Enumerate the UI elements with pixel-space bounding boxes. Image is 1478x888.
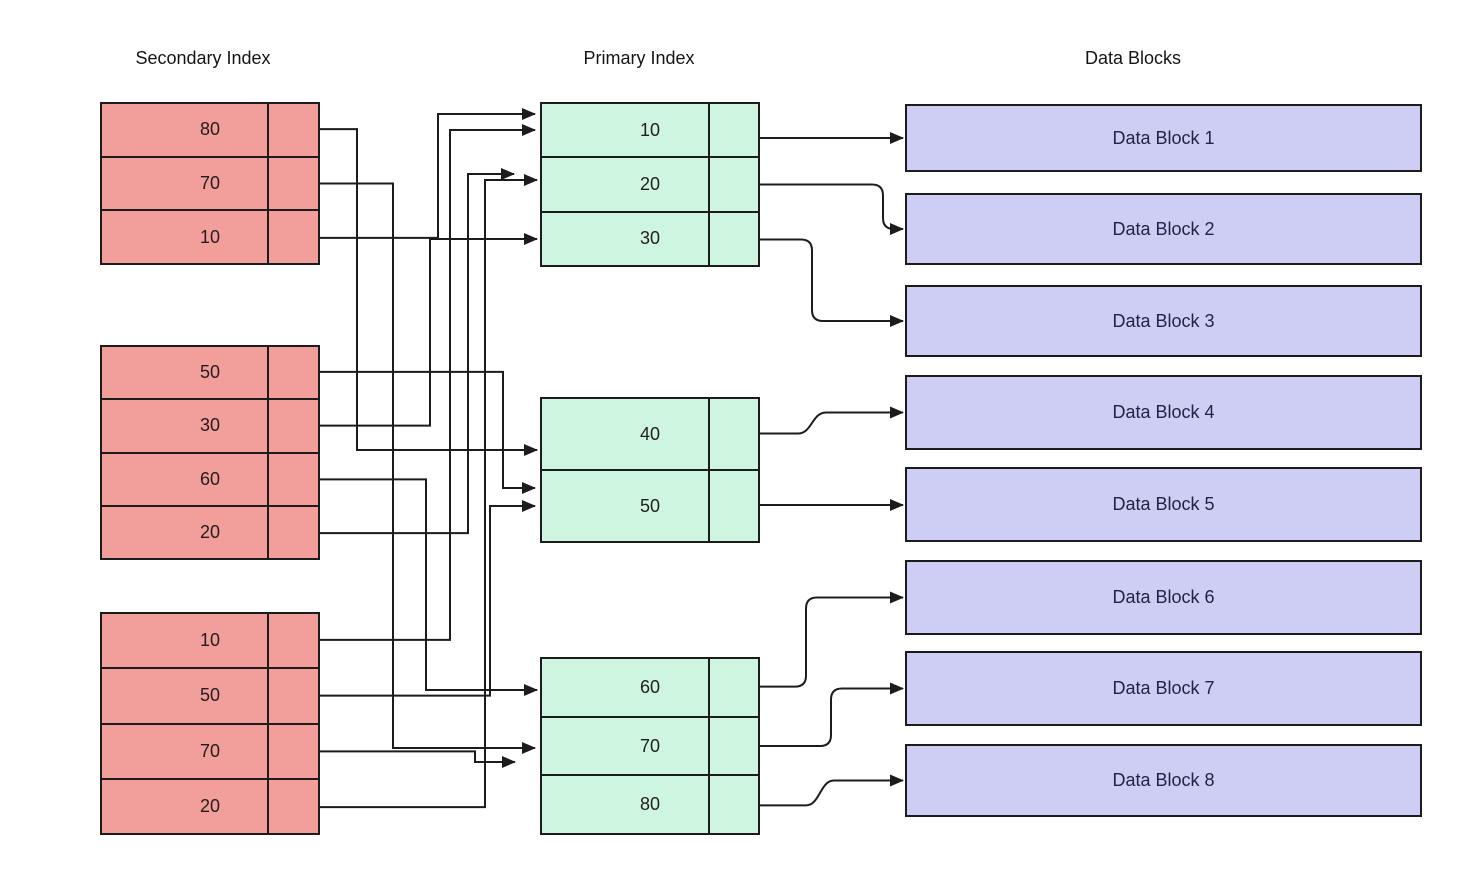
data-block-2: Data Block 2 xyxy=(905,193,1422,265)
pointer-cell-divider xyxy=(708,659,710,833)
connector-primary-to-block xyxy=(760,591,904,688)
data-block-label: Data Block 8 xyxy=(1112,770,1215,790)
index-key: 80 xyxy=(199,119,221,140)
secondary-index-row: 80 xyxy=(102,104,318,156)
secondary-index-title: Secondary Index xyxy=(135,48,271,68)
primary-index-row: 50 xyxy=(542,469,758,541)
secondary-index-table-3: 10 50 70 20 xyxy=(100,612,320,835)
secondary-index-row: 50 xyxy=(102,667,318,722)
primary-index-row: 20 xyxy=(542,156,758,210)
connector-secondary-to-primary xyxy=(320,108,536,239)
index-key: 10 xyxy=(639,119,661,140)
connector-secondary-to-primary xyxy=(320,233,538,427)
connector-secondary-to-primary xyxy=(320,182,536,754)
secondary-index-table-1: 80 70 10 xyxy=(100,102,320,265)
data-block-label: Data Block 3 xyxy=(1112,310,1215,331)
secondary-index-row: 10 xyxy=(102,614,318,667)
pointer-cell-divider xyxy=(267,347,269,558)
pointer-cell-divider xyxy=(267,614,269,833)
index-key: 10 xyxy=(199,226,221,247)
primary-index-row: 10 xyxy=(542,104,758,156)
index-key: 30 xyxy=(199,415,221,436)
data-block-3: Data Block 3 xyxy=(905,285,1422,357)
connector-secondary-to-primary xyxy=(320,750,516,768)
primary-index-row: 80 xyxy=(542,774,758,833)
index-key: 50 xyxy=(199,362,221,383)
secondary-index-row: 70 xyxy=(102,155,318,210)
connector-secondary-to-primary xyxy=(320,168,515,535)
primary-index-title: Primary Index xyxy=(583,48,695,68)
data-block-label: Data Block 6 xyxy=(1112,587,1215,607)
pointer-cell-divider xyxy=(708,399,710,541)
secondary-index-table-2: 50 30 60 20 xyxy=(100,345,320,560)
index-key: 50 xyxy=(199,685,221,706)
primary-index-table-1: 10 20 30 xyxy=(540,102,760,267)
index-key: 40 xyxy=(639,423,661,444)
connector-secondary-to-primary xyxy=(320,124,536,641)
connector-primary-to-block xyxy=(760,238,904,327)
index-key: 70 xyxy=(199,173,221,193)
index-key: 10 xyxy=(199,630,221,651)
data-block-4: Data Block 4 xyxy=(905,375,1422,450)
data-block-label: Data Block 2 xyxy=(1112,218,1215,239)
data-block-label: Data Block 7 xyxy=(1112,678,1215,698)
connector-secondary-to-primary xyxy=(320,128,538,456)
data-block-5: Data Block 5 xyxy=(905,467,1422,542)
index-key: 30 xyxy=(639,228,661,249)
secondary-index-row: 50 xyxy=(102,347,318,398)
connector-primary-to-block xyxy=(760,682,904,747)
index-key: 70 xyxy=(199,740,221,761)
data-block-label: Data Block 4 xyxy=(1112,402,1215,422)
index-key: 60 xyxy=(199,468,221,489)
index-key: 80 xyxy=(639,794,661,815)
data-block-6: Data Block 6 xyxy=(905,560,1422,635)
connector-primary-to-block xyxy=(760,406,904,435)
secondary-index-row: 20 xyxy=(102,504,318,558)
index-key: 60 xyxy=(639,676,661,697)
secondary-index-row: 20 xyxy=(102,777,318,833)
index-key: 20 xyxy=(639,173,661,194)
data-block-label: Data Block 1 xyxy=(1112,127,1215,148)
connector-primary-to-block xyxy=(760,774,904,807)
connector-primary-to-block xyxy=(760,183,904,235)
index-key: 20 xyxy=(199,521,221,542)
data-block-label: Data Block 5 xyxy=(1112,494,1215,514)
index-key: 70 xyxy=(639,735,661,756)
connector-secondary-to-primary xyxy=(320,370,536,494)
connector-secondary-to-primary xyxy=(320,500,536,697)
primary-index-row: 60 xyxy=(542,659,758,716)
primary-index-row: 70 xyxy=(542,715,758,775)
index-key: 20 xyxy=(199,795,221,816)
primary-index-row: 30 xyxy=(542,210,758,265)
primary-index-table-3: 60 70 80 xyxy=(540,657,760,835)
pointer-cell-divider xyxy=(267,104,269,263)
secondary-index-row: 60 xyxy=(102,451,318,505)
data-block-8: Data Block 8 xyxy=(905,744,1422,817)
primary-index-row: 40 xyxy=(542,399,758,469)
secondary-index-row: 70 xyxy=(102,722,318,778)
data-block-1: Data Block 1 xyxy=(905,104,1422,172)
primary-index-table-2: 40 50 xyxy=(540,397,760,543)
connector-secondary-to-primary xyxy=(320,174,538,809)
data-block-7: Data Block 7 xyxy=(905,651,1422,726)
index-key: 50 xyxy=(639,495,661,516)
secondary-index-row: 10 xyxy=(102,209,318,263)
pointer-cell-divider xyxy=(708,104,710,265)
secondary-index-row: 30 xyxy=(102,398,318,451)
connector-secondary-to-primary xyxy=(320,478,538,696)
data-blocks-title: Data Blocks xyxy=(1084,48,1182,68)
